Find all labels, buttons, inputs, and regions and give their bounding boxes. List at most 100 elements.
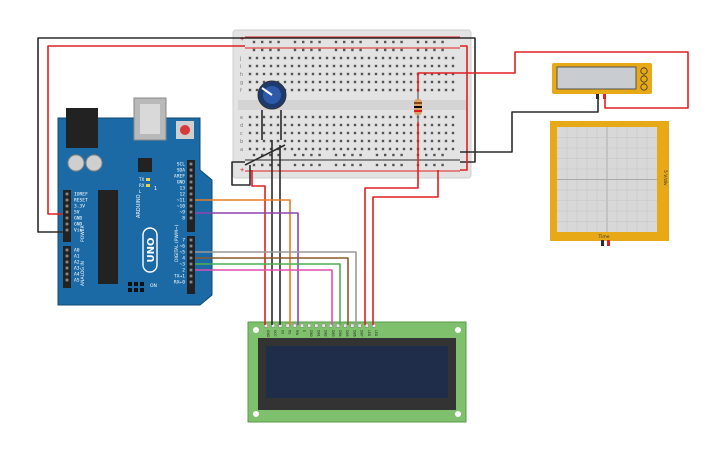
wire-meter-pos[interactable] — [417, 51, 689, 109]
header-pin[interactable] — [65, 266, 69, 270]
breadboard-hole[interactable] — [332, 115, 336, 119]
breadboard-hole[interactable] — [451, 56, 455, 60]
wire-gnd[interactable] — [37, 37, 460, 233]
header-pin[interactable] — [189, 180, 193, 184]
breadboard-hole[interactable] — [276, 123, 280, 127]
rail-hole[interactable] — [416, 48, 420, 52]
rail-hole[interactable] — [334, 40, 338, 44]
breadboard-hole[interactable] — [430, 123, 434, 127]
breadboard-hole[interactable] — [290, 88, 294, 92]
breadboard-hole[interactable] — [409, 80, 413, 84]
breadboard-hole[interactable] — [444, 147, 448, 151]
breadboard-hole[interactable] — [444, 64, 448, 68]
rail-hole[interactable] — [400, 48, 403, 52]
rail-hole[interactable] — [375, 48, 379, 52]
breadboard-hole[interactable] — [423, 115, 427, 119]
breadboard-hole[interactable] — [283, 115, 287, 119]
breadboard-hole[interactable] — [304, 64, 308, 68]
breadboard-hole[interactable] — [444, 80, 448, 84]
breadboard-hole[interactable] — [409, 56, 413, 60]
breadboard-hole[interactable] — [332, 131, 336, 135]
header-pin[interactable] — [65, 222, 69, 226]
rail-hole[interactable] — [343, 40, 346, 44]
header-pin[interactable] — [189, 192, 193, 196]
breadboard-hole[interactable] — [451, 80, 455, 84]
breadboard-hole[interactable] — [388, 115, 392, 119]
rail-hole[interactable] — [277, 48, 280, 52]
header-pin[interactable] — [189, 186, 193, 190]
breadboard-hole[interactable] — [304, 88, 308, 92]
rail-hole[interactable] — [310, 48, 313, 52]
header-pin[interactable] — [189, 174, 193, 178]
lcd-pin[interactable] — [365, 323, 369, 328]
breadboard-hole[interactable] — [304, 139, 308, 143]
rail-hole[interactable] — [318, 153, 321, 157]
breadboard-hole[interactable] — [276, 72, 280, 76]
breadboard-hole[interactable] — [367, 88, 371, 92]
potentiometer[interactable] — [257, 80, 287, 110]
rail-hole[interactable] — [400, 163, 403, 167]
breadboard-hole[interactable] — [423, 123, 427, 127]
breadboard-hole[interactable] — [388, 72, 392, 76]
breadboard-hole[interactable] — [255, 56, 259, 60]
breadboard-hole[interactable] — [423, 56, 427, 60]
rail-hole[interactable] — [384, 48, 387, 52]
rail-hole[interactable] — [277, 153, 280, 157]
breadboard-hole[interactable] — [339, 64, 343, 68]
breadboard-hole[interactable] — [332, 88, 336, 92]
breadboard-hole[interactable] — [409, 123, 413, 127]
breadboard-hole[interactable] — [367, 139, 371, 143]
breadboard-hole[interactable] — [283, 123, 287, 127]
breadboard-hole[interactable] — [430, 131, 434, 135]
header-pin[interactable] — [189, 244, 193, 248]
breadboard-hole[interactable] — [325, 123, 329, 127]
breadboard-hole[interactable] — [325, 64, 329, 68]
breadboard-hole[interactable] — [332, 64, 336, 68]
rail-hole[interactable] — [384, 40, 387, 44]
breadboard-hole[interactable] — [402, 139, 406, 143]
rail-hole[interactable] — [392, 40, 395, 44]
lcd-pin[interactable] — [336, 323, 340, 328]
header-pin[interactable] — [65, 192, 69, 196]
breadboard-hole[interactable] — [437, 88, 441, 92]
breadboard-hole[interactable] — [444, 56, 448, 60]
rail-hole[interactable] — [392, 48, 395, 52]
breadboard-hole[interactable] — [451, 123, 455, 127]
header-pin[interactable] — [189, 274, 193, 278]
breadboard-hole[interactable] — [346, 64, 350, 68]
breadboard-hole[interactable] — [409, 64, 413, 68]
rail-hole[interactable] — [343, 163, 346, 167]
breadboard-hole[interactable] — [451, 131, 455, 135]
breadboard-hole[interactable] — [311, 88, 315, 92]
lcd-pin[interactable] — [300, 323, 304, 328]
breadboard-hole[interactable] — [402, 147, 406, 151]
breadboard-hole[interactable] — [430, 64, 434, 68]
rail-hole[interactable] — [277, 163, 280, 167]
breadboard-hole[interactable] — [409, 88, 413, 92]
breadboard-hole[interactable] — [325, 72, 329, 76]
breadboard-hole[interactable] — [367, 72, 371, 76]
breadboard-hole[interactable] — [297, 88, 301, 92]
reset-button-cap[interactable] — [180, 125, 190, 135]
lcd-pin[interactable] — [329, 323, 333, 328]
breadboard-hole[interactable] — [437, 115, 441, 119]
rail-hole[interactable] — [392, 163, 395, 167]
breadboard-hole[interactable] — [248, 72, 252, 76]
breadboard-hole[interactable] — [353, 88, 357, 92]
breadboard-hole[interactable] — [395, 72, 399, 76]
breadboard-hole[interactable] — [304, 56, 308, 60]
lcd-pin[interactable] — [293, 323, 297, 328]
breadboard-hole[interactable] — [297, 72, 301, 76]
breadboard-hole[interactable] — [444, 72, 448, 76]
rail-hole[interactable] — [269, 40, 272, 44]
breadboard-hole[interactable] — [381, 64, 385, 68]
breadboard-hole[interactable] — [374, 88, 378, 92]
breadboard-hole[interactable] — [269, 64, 273, 68]
scope-probe-neg[interactable] — [601, 240, 604, 246]
breadboard-hole[interactable] — [388, 139, 392, 143]
wire-d12-rs[interactable] — [195, 199, 291, 325]
wire-rail-vcc-jumper[interactable] — [460, 45, 468, 171]
breadboard-hole[interactable] — [269, 147, 273, 151]
digital-header-top[interactable] — [187, 160, 195, 232]
lcd-pin[interactable] — [321, 323, 326, 328]
